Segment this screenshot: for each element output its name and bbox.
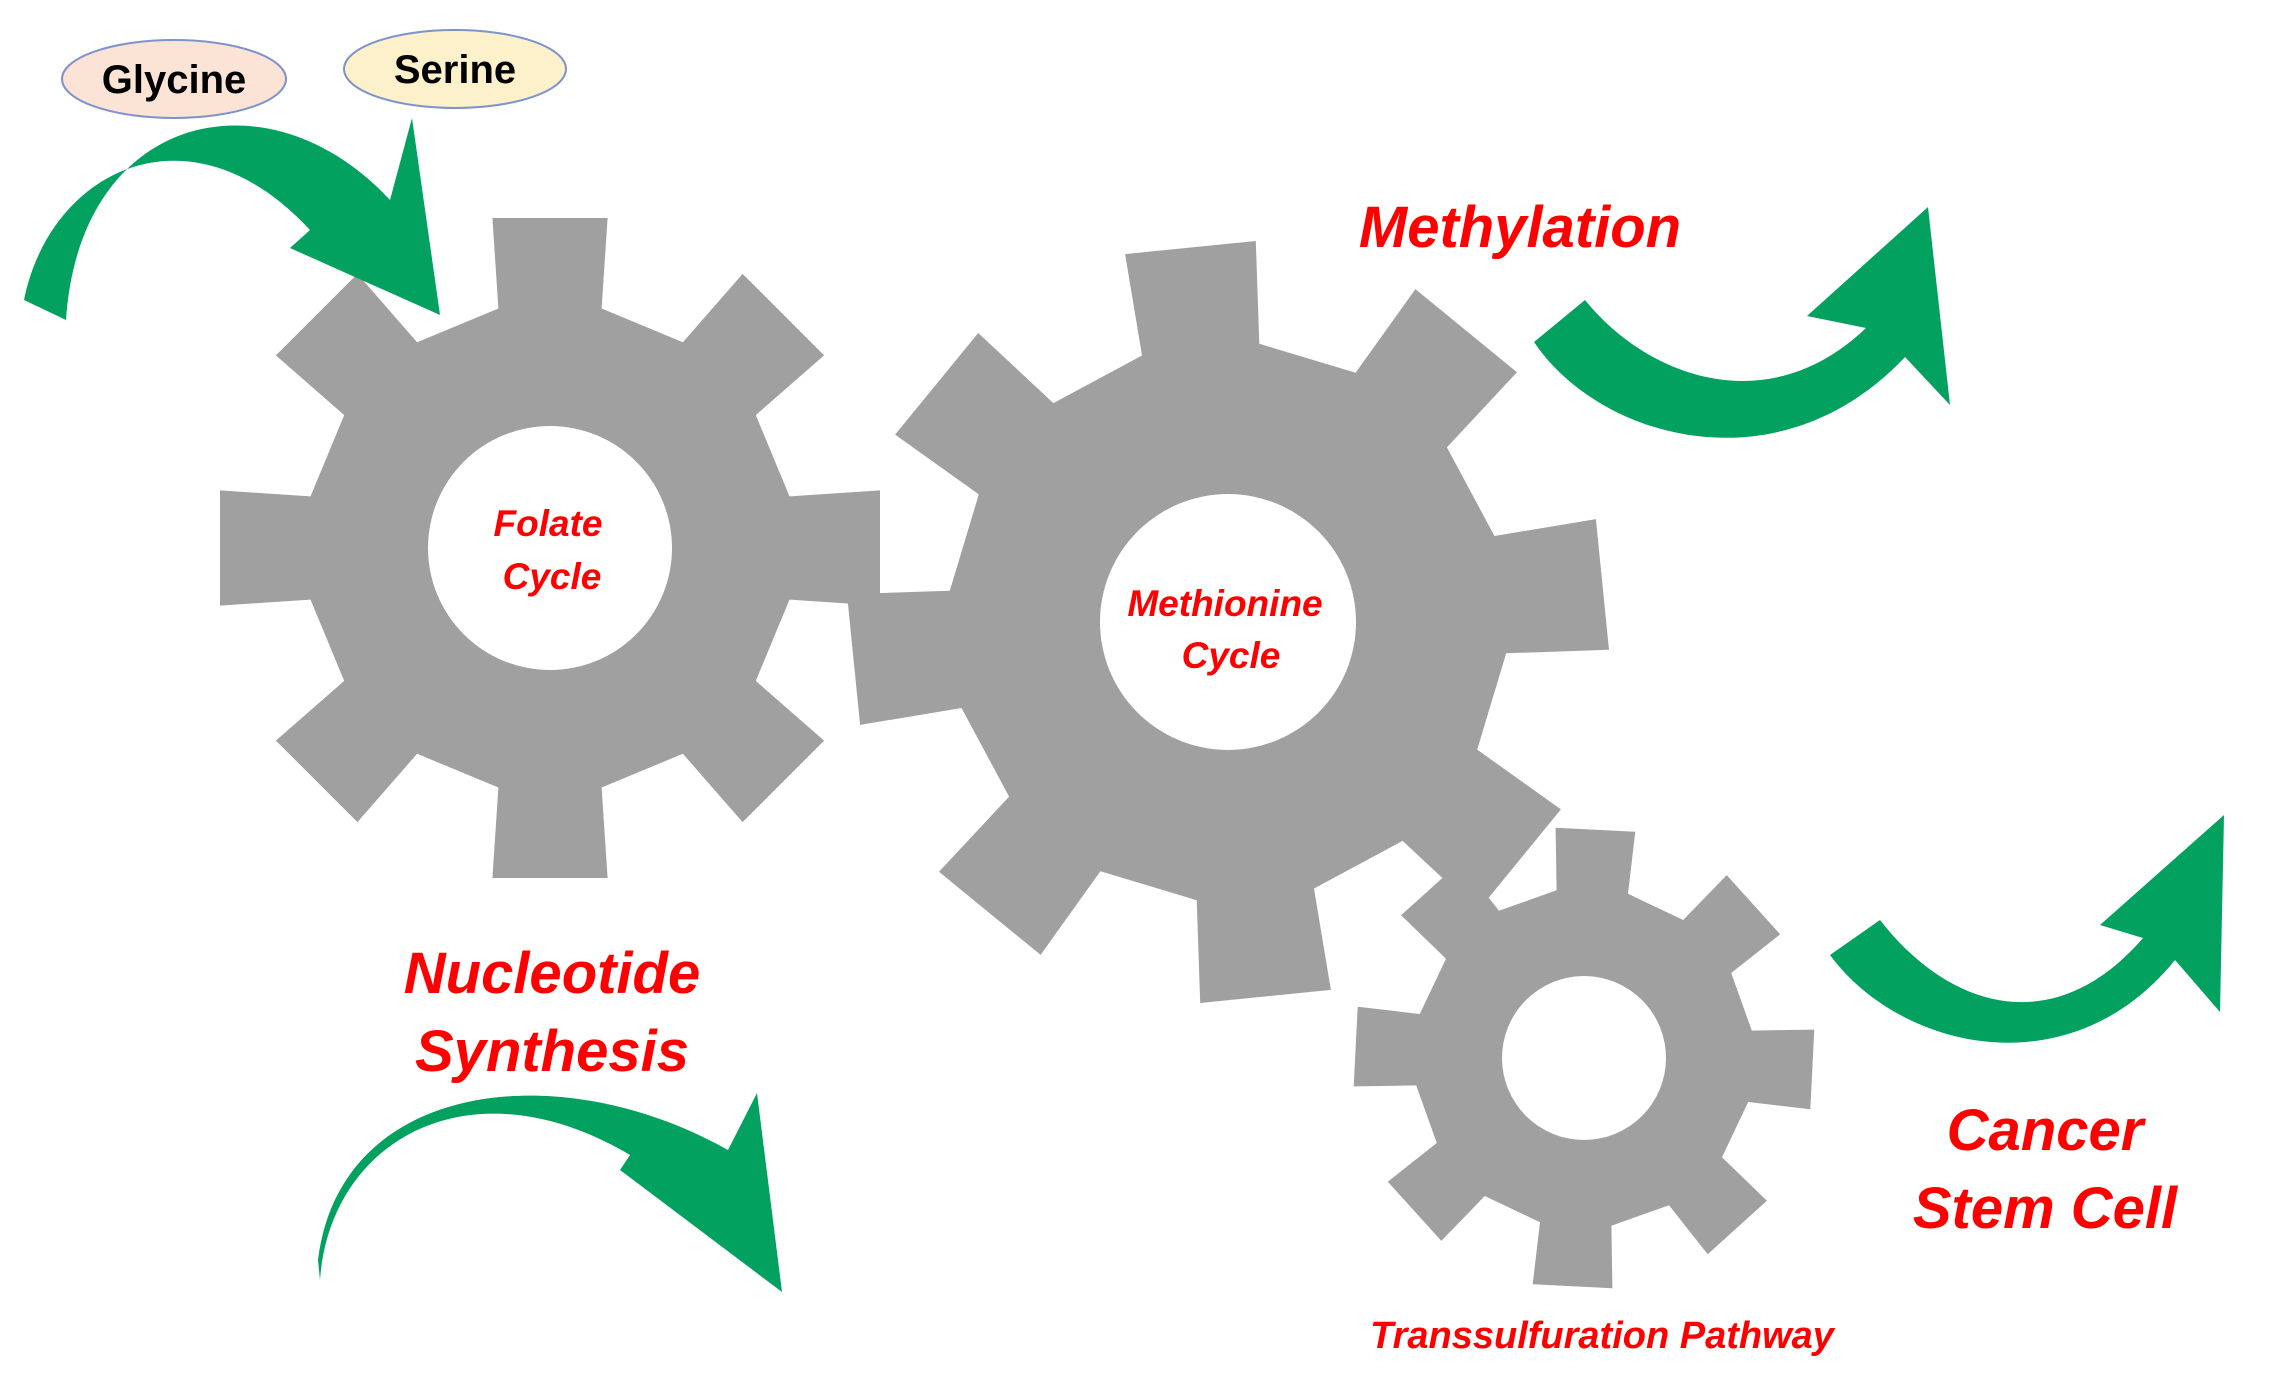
- glycine-label: Glycine: [102, 58, 247, 102]
- transsulfuration-pathway-label: Transsulfuration Pathway: [1370, 1315, 1836, 1357]
- nucleotide-synthesis-label-line1: Nucleotide: [404, 941, 701, 1006]
- methionine-gear-hub: [1100, 494, 1356, 750]
- transsulfuration-gear-hub: [1502, 976, 1666, 1140]
- cancer-stem-cell-label-line2: Stem Cell: [1913, 1176, 2179, 1241]
- nucleotide-synthesis-label-line2: Synthesis: [415, 1019, 689, 1084]
- nucleotide-synthesis-arrow: [318, 1093, 782, 1292]
- methylation-label: Methylation: [1359, 195, 1681, 260]
- input-arrow: [24, 118, 440, 320]
- serine-label: Serine: [394, 48, 516, 92]
- methylation-arrow: [1534, 207, 1950, 438]
- methionine-cycle-label-line2: Cycle: [1182, 635, 1281, 676]
- cancer-stem-cell-label-line1: Cancer: [1947, 1098, 2147, 1163]
- folate-cycle-label-line2: Cycle: [503, 556, 602, 597]
- serine-node: Serine: [343, 29, 567, 109]
- methionine-cycle-label-line1: Methionine: [1127, 583, 1322, 624]
- cancer-stem-cell-arrow: [1830, 815, 2224, 1043]
- glycine-node: Glycine: [61, 39, 287, 119]
- folate-cycle-label-line1: Folate: [494, 503, 603, 544]
- folate-gear-hub: [428, 426, 672, 670]
